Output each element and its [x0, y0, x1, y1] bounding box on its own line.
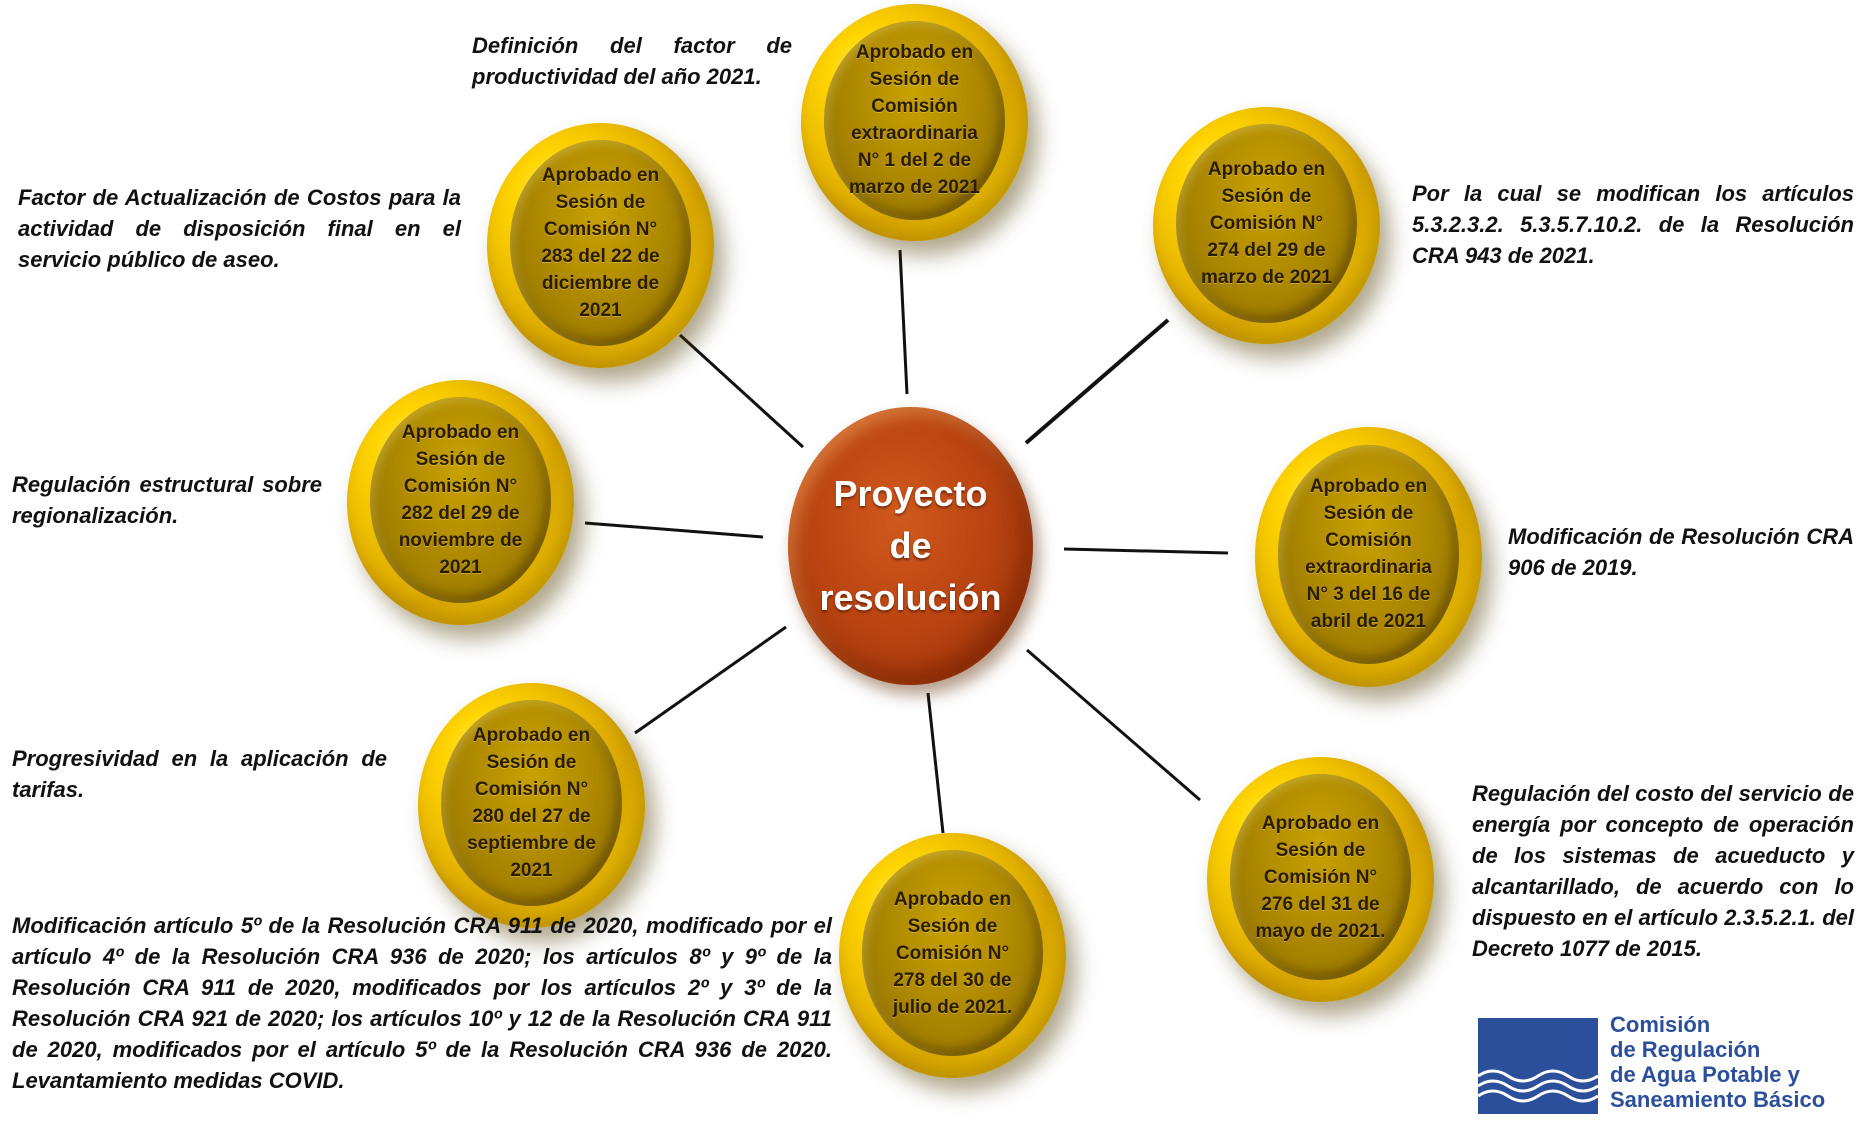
approval-coin: Aprobado en Sesión de Comisión N° 276 de…: [1207, 757, 1434, 1002]
approval-label: Aprobado en Sesión de Comisión N° 282 de…: [398, 422, 523, 579]
approval-label: Aprobado en Sesión de Comisión N° 278 de…: [892, 888, 1013, 1018]
description-text: Regulación del costo del servicio de ene…: [1472, 781, 1854, 961]
connector-line: [926, 692, 945, 834]
connector-line: [584, 521, 764, 539]
description-text: Regulación estructural sobre regionaliza…: [12, 472, 322, 528]
approval-coin: Aprobado en Sesión de Comisión extraordi…: [1255, 427, 1482, 687]
approval-coin: Aprobado en Sesión de Comisión N° 274 de…: [1153, 107, 1380, 344]
approval-label: Aprobado en Sesión de Comisión N° 280 de…: [467, 725, 596, 882]
connector-line: [898, 249, 909, 395]
logo-mark: [1477, 1018, 1599, 1114]
logo-line: de Agua Potable y: [1610, 1062, 1800, 1087]
description-text: Por la cual se modifican los artículos 5…: [1412, 181, 1854, 268]
cra-logo: Comisión de Regulación de Agua Potable y…: [1477, 1012, 1856, 1119]
connector-line: [1063, 547, 1229, 555]
logo-line: Saneamiento Básico: [1610, 1087, 1826, 1112]
central-title: Proyecto de resolución: [819, 473, 1002, 618]
approval-coin: Aprobado en Sesión de Comisión extraordi…: [801, 4, 1028, 241]
approval-coin: Aprobado en Sesión de Comisión N° 282 de…: [347, 380, 574, 625]
description-text: Modificación artículo 5º de la Resolució…: [12, 913, 832, 1093]
approval-label: Aprobado en Sesión de Comisión N° 276 de…: [1255, 812, 1386, 942]
approval-coin: Aprobado en Sesión de Comisión N° 280 de…: [418, 683, 645, 928]
description-text: Definición del factor de productividad d…: [472, 33, 792, 89]
connector-line: [1026, 648, 1201, 802]
connector-line: [634, 625, 787, 735]
logo-text: Comisión de Regulación de Agua Potable y…: [1610, 1012, 1825, 1112]
approval-label: Aprobado en Sesión de Comisión N° 274 de…: [1201, 158, 1332, 288]
approval-coin: Aprobado en Sesión de Comisión N° 283 de…: [487, 123, 714, 368]
description-text: Modificación de Resolución CRA 906 de 20…: [1508, 524, 1854, 580]
logo-line: de Regulación: [1610, 1037, 1761, 1062]
approval-label: Aprobado en Sesión de Comisión extraordi…: [849, 42, 980, 199]
connector-line: [1024, 318, 1170, 445]
wave-icon: [1477, 1069, 1599, 1103]
logo-line: Comisión: [1610, 1012, 1711, 1037]
description-text: Progresividad en la aplicación de tarifa…: [12, 746, 387, 802]
central-project-circle: Proyecto de resolución: [788, 407, 1033, 685]
connector-line: [678, 333, 805, 449]
approval-label: Aprobado en Sesión de Comisión N° 283 de…: [541, 165, 660, 322]
description-text: Factor de Actualización de Costos para l…: [18, 185, 461, 272]
approval-label: Aprobado en Sesión de Comisión extraordi…: [1305, 476, 1432, 633]
approval-coin: Aprobado en Sesión de Comisión N° 278 de…: [839, 833, 1066, 1078]
